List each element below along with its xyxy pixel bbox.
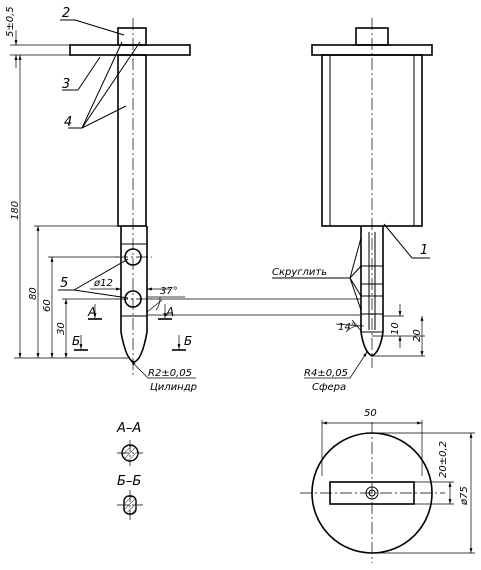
dim-180: 180 xyxy=(10,201,21,220)
dim-37deg: 37° xyxy=(160,286,178,297)
plan-view xyxy=(300,420,475,563)
label-cylinder: Цилиндр xyxy=(150,382,197,393)
section-mark-a-right: А xyxy=(165,305,174,319)
label-3: 3 xyxy=(62,77,70,92)
label-2: 2 xyxy=(62,6,70,21)
label-5: 5 xyxy=(60,276,68,291)
dim-10: 10 xyxy=(390,322,401,335)
flange xyxy=(69,44,191,56)
dim-r4: R4±0,05 xyxy=(304,368,348,379)
body xyxy=(117,54,147,227)
dim-60: 60 xyxy=(42,299,53,312)
dim-50: 50 xyxy=(364,408,377,419)
label-sphere: Сфера xyxy=(312,382,346,393)
dim-14deg: 14° xyxy=(338,322,356,333)
dim-20: 20 xyxy=(412,329,423,342)
left-view xyxy=(58,18,191,375)
dim-20-tol: 20±0,2 xyxy=(438,441,449,478)
dim-d75: ø75 xyxy=(459,486,470,506)
section-mark-b-left: Б xyxy=(72,334,80,348)
sections xyxy=(117,440,143,520)
dim-d12: ø12 xyxy=(93,278,113,289)
label-1: 1 xyxy=(420,243,428,258)
dim-80: 80 xyxy=(28,287,39,300)
section-bb-title: Б–Б xyxy=(117,474,141,489)
left-dimensions xyxy=(10,30,360,379)
dim-r2: R2±0,05 xyxy=(148,368,192,379)
label-4: 4 xyxy=(64,115,72,130)
probe-tip xyxy=(120,226,148,363)
section-mark-b-right: Б xyxy=(184,334,192,348)
label-round: Скруглить xyxy=(272,267,327,278)
right-view xyxy=(272,18,433,368)
dim-5: 5±0,5 xyxy=(5,6,16,37)
right-dimensions xyxy=(304,304,425,379)
dim-30: 30 xyxy=(56,322,67,335)
section-aa-title: А–А xyxy=(116,421,141,436)
section-mark-a-left: А xyxy=(87,305,96,319)
